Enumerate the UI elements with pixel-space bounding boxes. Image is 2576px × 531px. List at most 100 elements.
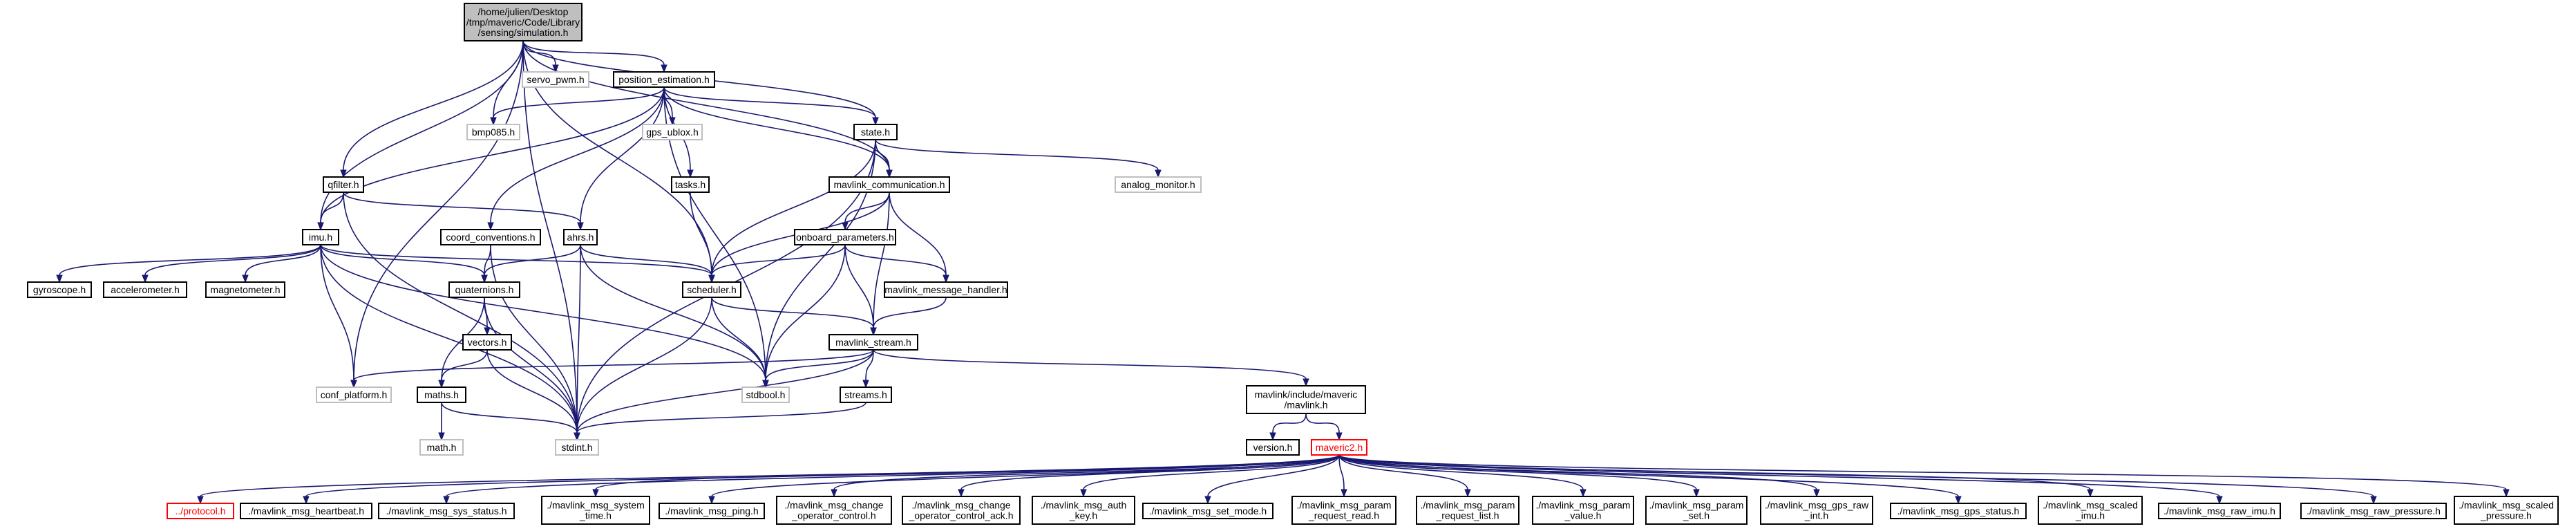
- node-coord-conventions[interactable]: coord_conventions.h: [440, 229, 541, 245]
- node-servo-pwm[interactable]: servo_pwm.h: [522, 71, 589, 88]
- node-gps-raw-int[interactable]: ./mavlink_msg_gps_raw_int.h: [1760, 496, 1873, 525]
- node-ping[interactable]: ./mavlink_msg_ping.h: [659, 503, 765, 519]
- node-streams[interactable]: streams.h: [840, 386, 892, 403]
- edge-maveric-to-change_op_ack: [958, 454, 1340, 498]
- node-label: ./mavlink_msg_ping.h: [665, 505, 758, 516]
- node-set-mode[interactable]: ./mavlink_msg_set_mode.h: [1142, 503, 1273, 519]
- edge-simulation-to-mavlink_communication: [522, 40, 893, 178]
- node-change-op[interactable]: ./mavlink_msg_change_operator_control.h: [776, 496, 892, 525]
- node-label: maveric2.h: [1316, 442, 1363, 453]
- edge-simulation-to-bmp085: [490, 40, 524, 126]
- edge-maveric-to-raw_imu: [1338, 454, 2223, 505]
- node-param-value[interactable]: ./mavlink_msg_param_value.h: [1532, 496, 1634, 525]
- node-scaled-imu[interactable]: ./mavlink_msg_scaled_imu.h: [2038, 496, 2143, 525]
- node-onboard-parameters[interactable]: onboard_parameters.h: [794, 229, 896, 245]
- node-heartbeat[interactable]: ./mavlink_msg_heartbeat.h: [240, 503, 372, 519]
- node-label: /mavlink.h: [1284, 400, 1327, 411]
- node-label: maths.h: [424, 389, 459, 400]
- node-label: _pressure.h: [2480, 510, 2532, 521]
- node-label: /home/julien/Desktop: [478, 6, 569, 17]
- edge-mavlink_stream-to-conf_platform: [350, 349, 874, 389]
- node-simulation[interactable]: /home/julien/Desktop/tmp/maveric/Code/Li…: [464, 3, 583, 41]
- edge-mavlink_communication-to-onboard_parameters: [842, 192, 890, 231]
- node-label: coord_conventions.h: [446, 232, 535, 243]
- node-label: /sensing/simulation.h: [478, 27, 569, 38]
- node-label: ./mavlink_msg_param: [1421, 500, 1515, 511]
- node-label: ./mavlink_msg_system: [547, 500, 645, 511]
- node-label: accelerometer.h: [111, 284, 180, 295]
- node-maveric[interactable]: maveric2.h: [1311, 439, 1367, 456]
- edge-vectors-to-stdint: [486, 349, 580, 441]
- node-label: ./mavlink_msg_set_mode.h: [1149, 505, 1267, 516]
- node-param-req-list[interactable]: ./mavlink_msg_param_request_list.h: [1416, 496, 1519, 525]
- edge-imu-to-accelerometer: [142, 244, 321, 283]
- node-label: _value.h: [1564, 510, 1602, 521]
- node-label: qfilter.h: [328, 179, 359, 190]
- node-conf-platform[interactable]: conf_platform.h: [316, 386, 392, 403]
- node-param-req-read[interactable]: ./mavlink_msg_param_request_read.h: [1291, 496, 1396, 525]
- edge-mavlink_stream-to-mavlink_include: [873, 349, 1309, 387]
- edge-streams-to-stdint: [574, 402, 866, 441]
- node-scaled-pressure[interactable]: ./mavlink_msg_scaled_pressure.h: [2454, 496, 2559, 525]
- node-label: /tmp/maveric/Code/Library: [466, 17, 580, 28]
- node-auth-key[interactable]: ./mavlink_msg_auth_key.h: [1032, 496, 1135, 525]
- node-label: _imu.h: [2075, 510, 2105, 521]
- node-tasks[interactable]: tasks.h: [671, 176, 710, 193]
- node-label: stdint.h: [561, 442, 592, 453]
- node-mavlink-message-handler[interactable]: mavlink_message_handler.h: [884, 281, 1008, 298]
- node-gps-ublox[interactable]: gps_ublox.h: [642, 124, 703, 140]
- node-param-set[interactable]: ./mavlink_msg_param_set.h: [1645, 496, 1748, 525]
- node-label: _operator_control.h: [791, 510, 875, 521]
- edge-vectors-to-maths: [438, 349, 488, 389]
- node-imu[interactable]: imu.h: [302, 229, 339, 245]
- edge-onboard_parameters-to-mavlink_stream: [844, 244, 877, 336]
- node-label: ./mavlink_msg_auth: [1041, 500, 1127, 511]
- edge-maths-to-stdint: [441, 402, 580, 441]
- edge-imu-to-stdint: [320, 244, 580, 441]
- node-ahrs[interactable]: ahrs.h: [563, 229, 598, 245]
- node-maths[interactable]: maths.h: [417, 386, 466, 403]
- node-label: ./mavlink_msg_scaled: [2043, 500, 2138, 511]
- node-label: _set.h: [1683, 510, 1710, 521]
- node-stdbool[interactable]: stdbool.h: [741, 386, 790, 403]
- node-mavlink-include[interactable]: mavlink/include/maveric/mavlink.h: [1246, 385, 1366, 414]
- node-label: streams.h: [844, 389, 887, 400]
- edge-mavlink_message_handler-to-mavlink_stream: [870, 297, 947, 336]
- edge-simulation-to-qfilter: [340, 40, 524, 178]
- node-label: gyroscope.h: [33, 284, 86, 295]
- node-vectors[interactable]: vectors.h: [462, 334, 512, 351]
- node-label: imu.h: [309, 232, 332, 243]
- node-bmp085[interactable]: bmp085.h: [466, 124, 520, 140]
- node-system-time[interactable]: ./mavlink_msg_system_time.h: [541, 496, 650, 525]
- node-gps-status[interactable]: ./mavlink_msg_gps_status.h: [1890, 503, 2027, 519]
- node-label: mavlink_message_handler.h: [884, 284, 1007, 295]
- edge-maveric-to-scaled_imu: [1338, 454, 2094, 498]
- node-version[interactable]: version.h: [1246, 439, 1300, 456]
- node-mavlink-stream[interactable]: mavlink_stream.h: [828, 334, 918, 351]
- node-accelerometer[interactable]: accelerometer.h: [103, 281, 187, 298]
- edge-maveric-to-param_set: [1338, 454, 1700, 498]
- node-protocol[interactable]: ../protocol.h: [167, 503, 234, 519]
- node-analog-monitor[interactable]: analog_monitor.h: [1115, 176, 1202, 193]
- node-label: ./mavlink_msg_raw_imu.h: [2163, 505, 2275, 516]
- node-math[interactable]: math.h: [419, 439, 464, 456]
- node-qfilter[interactable]: qfilter.h: [323, 176, 364, 193]
- node-quaternions[interactable]: quaternions.h: [448, 281, 520, 298]
- node-raw-imu[interactable]: ./mavlink_msg_raw_imu.h: [2158, 503, 2281, 519]
- node-magnetometer[interactable]: magnetometer.h: [205, 281, 285, 298]
- node-label: version.h: [1253, 442, 1293, 453]
- node-mavlink-communication[interactable]: mavlink_communication.h: [828, 176, 950, 193]
- edge-quaternions-to-stdint: [484, 297, 580, 441]
- node-state[interactable]: state.h: [853, 124, 898, 140]
- node-change-op-ack[interactable]: ./mavlink_msg_change_operator_control_ac…: [902, 496, 1021, 525]
- node-sys-status[interactable]: ./mavlink_msg_sys_status.h: [378, 503, 515, 519]
- edge-maveric-to-scaled_pressure: [1338, 454, 2510, 498]
- node-label: ./mavlink_msg_param: [1649, 500, 1744, 511]
- node-position-estimation[interactable]: position_estimation.h: [613, 71, 715, 88]
- node-gyroscope[interactable]: gyroscope.h: [27, 281, 92, 298]
- node-scheduler[interactable]: scheduler.h: [682, 281, 741, 298]
- node-raw-pressure[interactable]: ./mavlink_msg_raw_pressure.h: [2300, 503, 2447, 519]
- edge-position_estimation-to-coord_conventions: [487, 86, 665, 231]
- node-label: ./mavlink_msg_change: [784, 500, 883, 511]
- node-stdint[interactable]: stdint.h: [555, 439, 599, 456]
